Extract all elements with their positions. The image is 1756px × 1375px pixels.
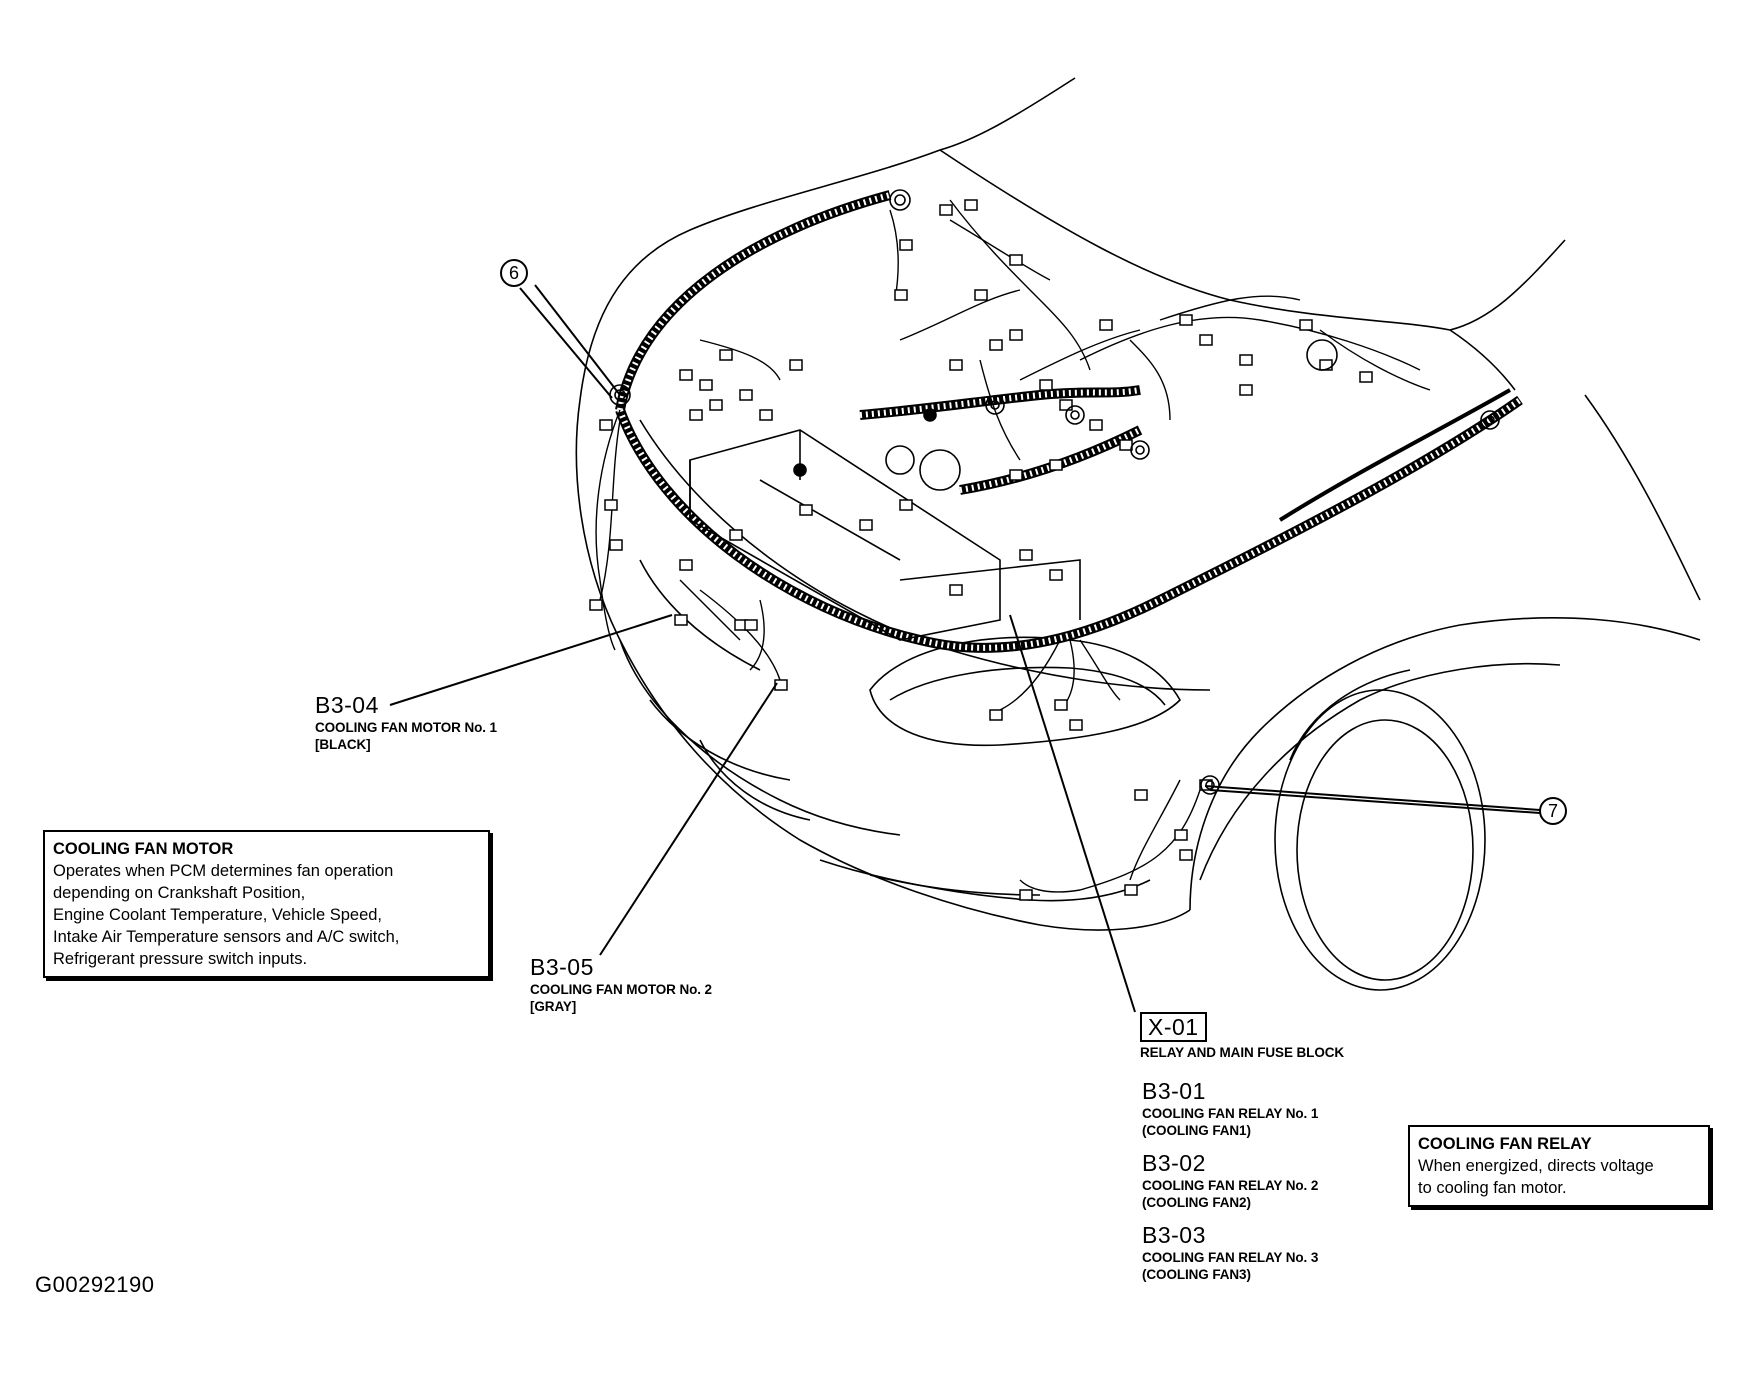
grommets xyxy=(609,189,1500,795)
connector-b3-03-label: B3-03 COOLING FAN RELAY No. 3 (COOLING F… xyxy=(1142,1222,1318,1283)
connector-code: B3-05 xyxy=(530,954,594,980)
connector-code: B3-04 xyxy=(315,692,379,718)
connector-name: COOLING FAN MOTOR No. 2 xyxy=(530,982,712,997)
connector-b3-04-label: B3-04 COOLING FAN MOTOR No. 1 [BLACK] xyxy=(315,692,497,753)
callout-7: 7 xyxy=(1539,797,1567,825)
connector-b3-02-label: B3-02 COOLING FAN RELAY No. 2 (COOLING F… xyxy=(1142,1150,1318,1211)
connector-name: COOLING FAN MOTOR No. 1 xyxy=(315,720,497,735)
car-body-outline xyxy=(575,77,1701,991)
connector-name: COOLING FAN RELAY No. 2 xyxy=(1142,1178,1319,1193)
main-harness xyxy=(615,190,1523,653)
info-box-line: to cooling fan motor. xyxy=(1418,1179,1567,1197)
connector-x-01-label: X-01 RELAY AND MAIN FUSE BLOCK xyxy=(1140,1012,1344,1061)
cooling-fan-relay-info-box: COOLING FAN RELAY When energized, direct… xyxy=(1408,1125,1710,1207)
connector-code: B3-02 xyxy=(1142,1150,1206,1176)
connector-sub: (COOLING FAN1) xyxy=(1142,1123,1251,1138)
connector-code-boxed: X-01 xyxy=(1140,1012,1207,1042)
info-box-line: depending on Crankshaft Position, xyxy=(53,884,306,902)
info-box-line: Intake Air Temperature sensors and A/C s… xyxy=(53,928,400,946)
figure-id: G00292190 xyxy=(35,1272,155,1297)
connector-name: COOLING FAN RELAY No. 3 xyxy=(1142,1250,1319,1265)
info-box-line: When energized, directs voltage xyxy=(1418,1157,1654,1175)
connector-sub: (COOLING FAN2) xyxy=(1142,1195,1251,1210)
connector-color: [BLACK] xyxy=(315,737,371,752)
info-box-line: Operates when PCM determines fan operati… xyxy=(53,862,394,880)
connector-b3-01-label: B3-01 COOLING FAN RELAY No. 1 (COOLING F… xyxy=(1142,1078,1318,1139)
connector-name: COOLING FAN RELAY No. 1 xyxy=(1142,1106,1319,1121)
connector-code: B3-01 xyxy=(1142,1078,1206,1104)
connector-sub: (COOLING FAN3) xyxy=(1142,1267,1251,1282)
info-box-title: COOLING FAN MOTOR xyxy=(53,840,234,858)
cooling-fan-motor-info-box: COOLING FAN MOTOR Operates when PCM dete… xyxy=(43,830,490,978)
connector-b3-05-label: B3-05 COOLING FAN MOTOR No. 2 [GRAY] xyxy=(530,954,712,1015)
info-box-line: Refrigerant pressure switch inputs. xyxy=(53,950,308,968)
info-box-title: COOLING FAN RELAY xyxy=(1418,1135,1592,1153)
callout-6: 6 xyxy=(500,259,528,287)
connector-color: [GRAY] xyxy=(530,999,577,1014)
branch-wires xyxy=(595,199,1431,893)
connector-name: RELAY AND MAIN FUSE BLOCK xyxy=(1140,1045,1345,1060)
connector-code: B3-03 xyxy=(1142,1222,1206,1248)
connector-glyphs xyxy=(589,199,1373,901)
fuse-block-and-battery xyxy=(689,408,1081,641)
info-box-line: Engine Coolant Temperature, Vehicle Spee… xyxy=(53,906,383,924)
leader-lines xyxy=(389,284,1541,1013)
